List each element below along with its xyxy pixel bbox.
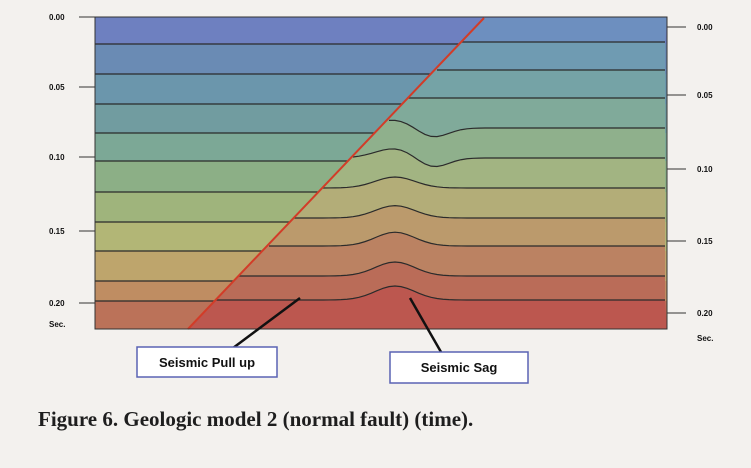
left-axis-unit: Sec. xyxy=(49,320,65,329)
normal-fault-line xyxy=(187,17,485,330)
left-tick-label: 0.15 xyxy=(49,227,65,236)
pull-up-callout-label: Seismic Pull up xyxy=(159,355,255,370)
left-tick-label: 0.05 xyxy=(49,83,65,92)
right-tick-label: 0.20 xyxy=(697,309,713,318)
hanging-wall-horizon xyxy=(352,148,665,168)
right-axis-unit: Sec. xyxy=(697,334,713,343)
left-tick-label: 0.00 xyxy=(49,13,65,22)
hanging-wall-horizon xyxy=(269,231,665,247)
pull-up-callout-box xyxy=(136,346,278,378)
hanging-wall-horizon xyxy=(215,285,665,301)
sag-callout-label: Seismic Sag xyxy=(421,360,498,375)
right-tick-label: 0.00 xyxy=(697,23,713,32)
hanging-wall-layer xyxy=(188,286,667,329)
hanging-wall-horizon xyxy=(388,119,665,138)
hanging-wall-horizon xyxy=(292,204,665,219)
right-tick-label: 0.05 xyxy=(697,91,713,100)
hanging-wall-horizon xyxy=(322,176,665,189)
callouts: Seismic Pull up Seismic Sag xyxy=(136,296,529,384)
right-tick-label: 0.10 xyxy=(697,165,713,174)
figure-caption: Figure 6. Geologic model 2 (normal fault… xyxy=(38,407,474,431)
hanging-wall-layer xyxy=(188,262,665,300)
panel-border xyxy=(94,16,668,330)
left-tick-label: 0.20 xyxy=(49,299,65,308)
rock-layers xyxy=(95,17,667,329)
sag-callout-box xyxy=(389,351,529,384)
sag-pointer xyxy=(408,297,443,353)
right-tick-label: 0.15 xyxy=(697,237,713,246)
horizon-lines xyxy=(95,41,665,302)
left-tick-label: 0.10 xyxy=(49,153,65,162)
pull-up-pointer xyxy=(232,296,301,350)
hanging-wall-horizon xyxy=(239,261,665,277)
